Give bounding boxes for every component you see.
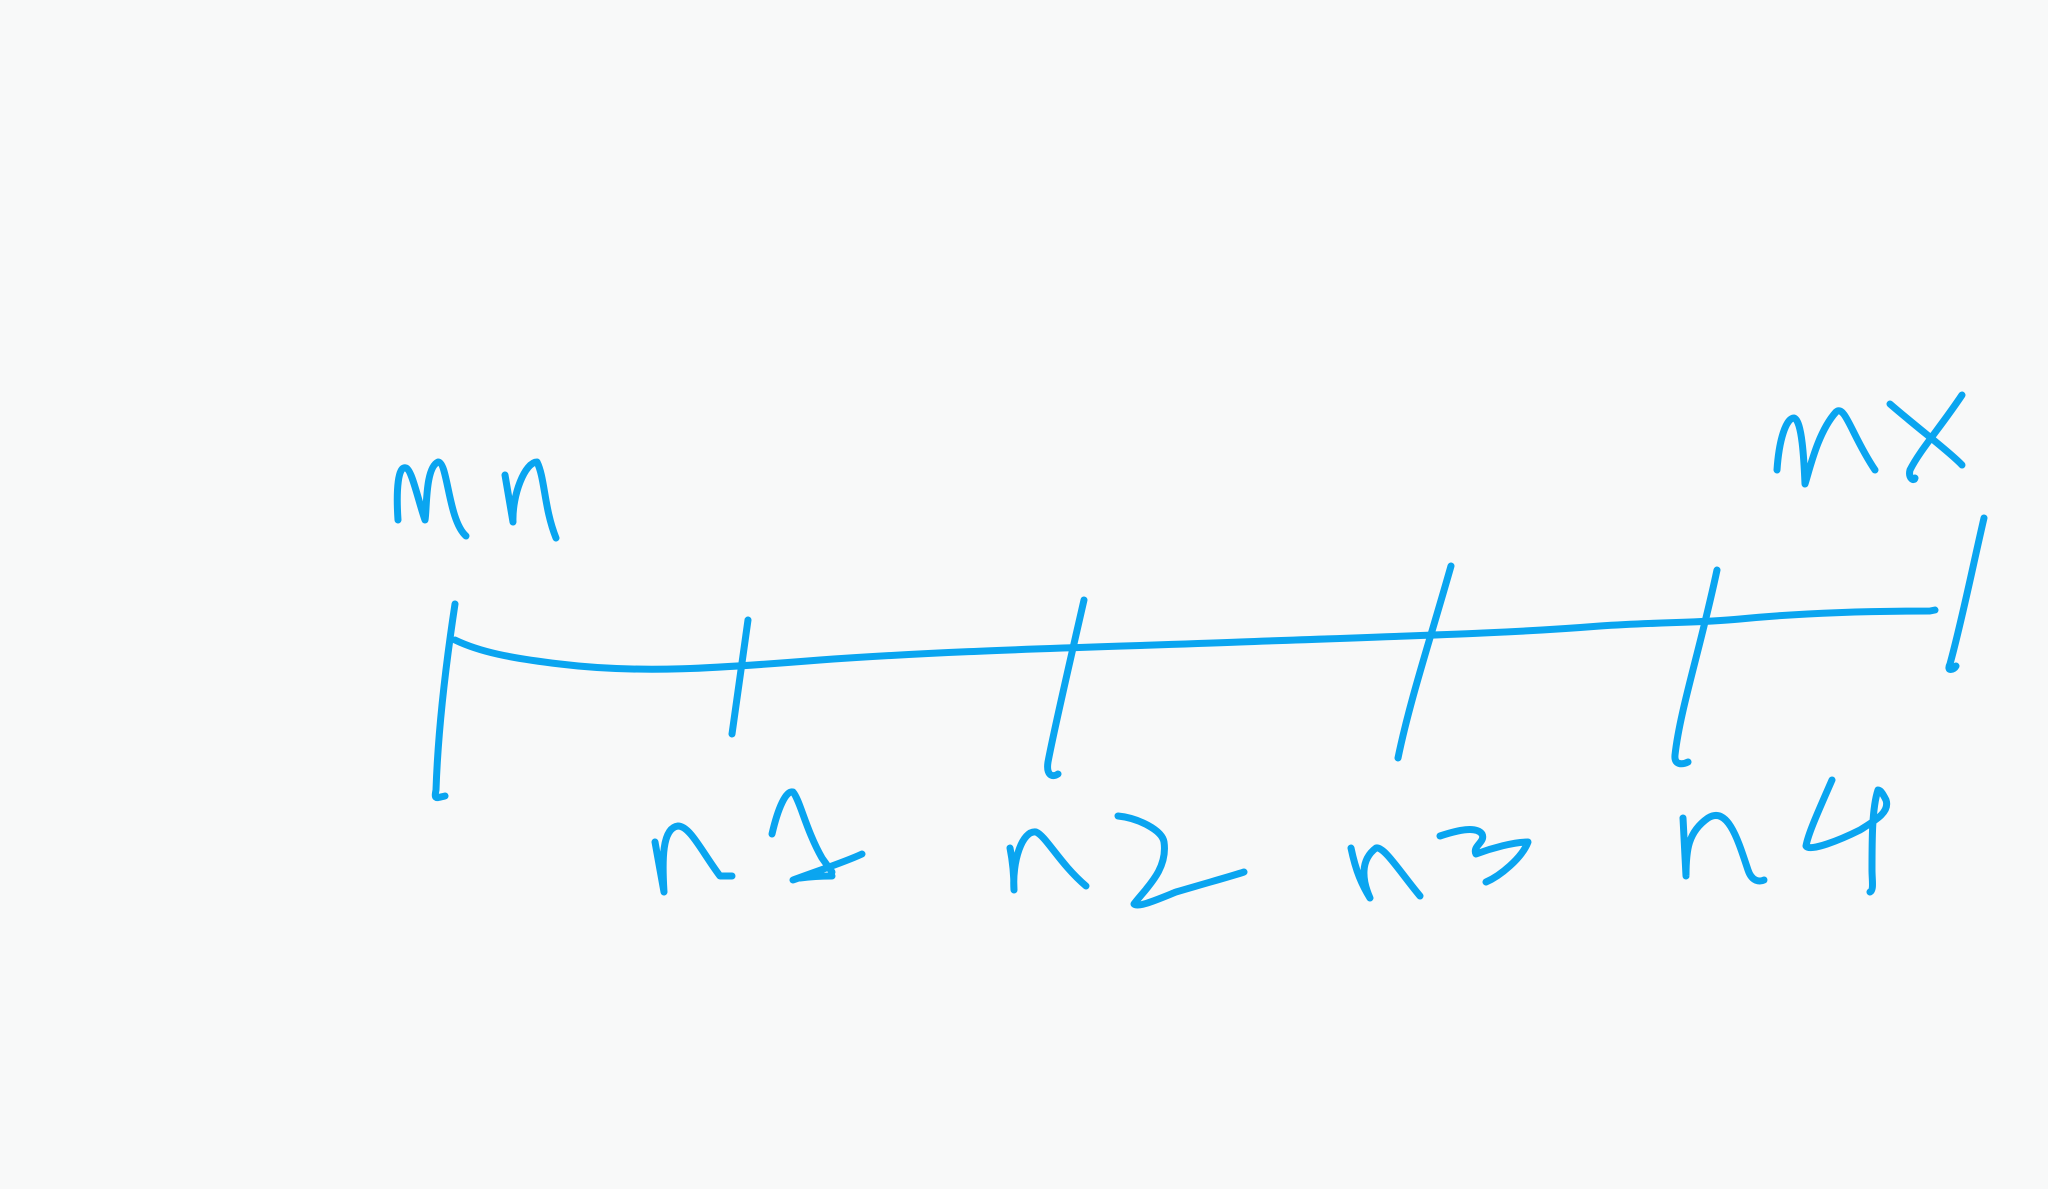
- tick-n3: [1394, 562, 1455, 762]
- tick-n4: [1671, 566, 1721, 768]
- number-line: [451, 606, 1939, 673]
- tick-max: [1945, 514, 1988, 673]
- label-max-handwritten: [1773, 391, 1966, 488]
- label-n4-handwritten: [1679, 776, 1891, 896]
- tick-n2: [1044, 596, 1088, 780]
- label-min-handwritten: [393, 458, 560, 542]
- tick-n1: [728, 616, 752, 738]
- label-n1-handwritten: [651, 788, 866, 896]
- tick-min: [431, 600, 459, 802]
- label-n2-handwritten: [1006, 812, 1248, 909]
- label-n3-handwritten: [1347, 826, 1532, 902]
